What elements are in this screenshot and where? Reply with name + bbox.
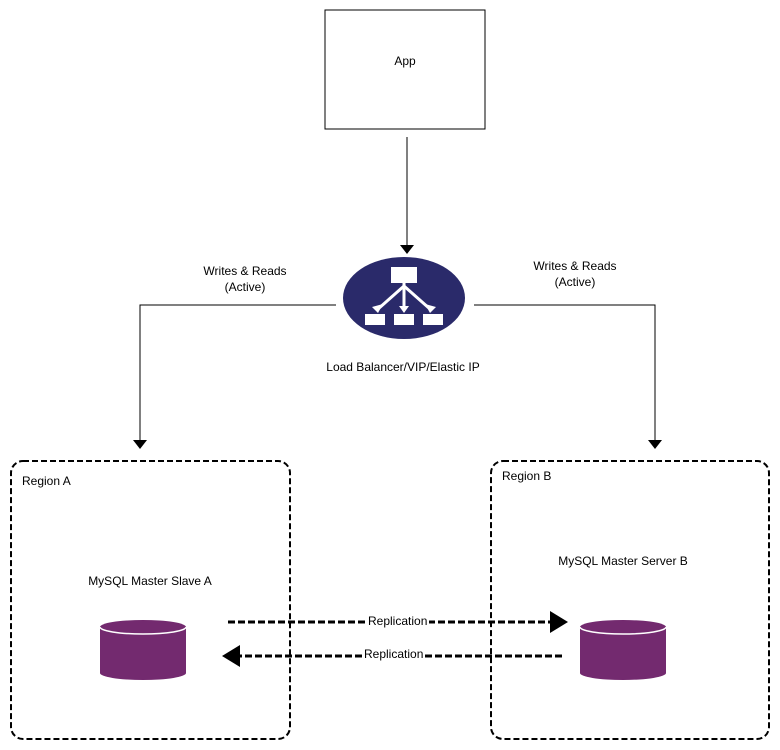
- app-to-lb-arrowhead: [400, 245, 414, 254]
- region-b-boundary: [490, 460, 770, 740]
- lb-to-region-b-label: Writes & Reads (Active): [515, 258, 635, 290]
- app-label: App: [394, 54, 416, 68]
- lb-to-region-b-label-line1: Writes & Reads: [533, 259, 617, 273]
- database-a-icon: [99, 620, 187, 680]
- replication-b-to-a-label: Replication: [362, 646, 426, 662]
- database-b-label: MySQL Master Server B: [558, 554, 688, 568]
- lb-to-region-b-arrowhead: [648, 440, 662, 449]
- lb-to-region-a-arrowhead: [133, 440, 147, 449]
- replication-a-to-b-label: Replication: [366, 613, 430, 629]
- region-a-label: Region A: [22, 474, 71, 488]
- lb-to-region-b-connector: [474, 304, 656, 440]
- app-node: [324, 9, 486, 130]
- load-balancer-icon: [343, 257, 465, 339]
- load-balancer-label: Load Balancer/VIP/Elastic IP: [326, 360, 480, 374]
- lb-to-region-a-label: Writes & Reads (Active): [185, 263, 305, 295]
- region-b-label: Region B: [502, 469, 552, 483]
- replication-a-to-b-arrowhead: [550, 611, 568, 633]
- lb-to-region-a-label-line1: Writes & Reads: [203, 264, 287, 278]
- database-a-label: MySQL Master Slave A: [88, 574, 212, 588]
- lb-to-region-b-label-line2: (Active): [554, 275, 596, 289]
- region-a-boundary: [10, 460, 291, 740]
- replication-b-to-a-arrowhead: [222, 645, 240, 667]
- lb-to-region-a-connector: [139, 304, 336, 440]
- lb-to-region-a-label-line2: (Active): [224, 280, 266, 294]
- database-b-icon: [579, 620, 667, 680]
